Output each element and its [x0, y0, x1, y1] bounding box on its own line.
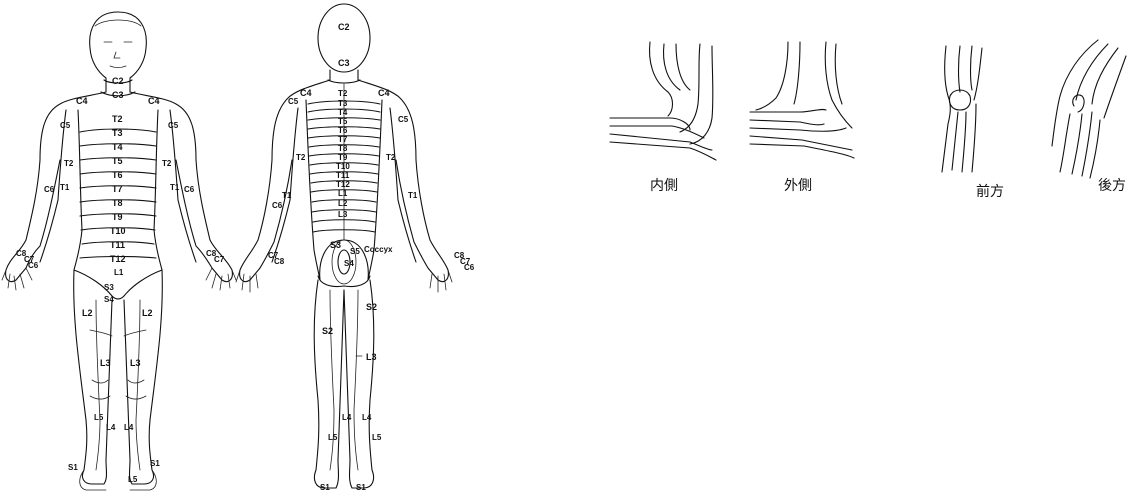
back-label: C6	[272, 201, 283, 210]
back-label: S1	[356, 483, 366, 492]
back-label: L4	[362, 413, 372, 422]
back-label: C5	[288, 97, 299, 106]
front-label: C6	[184, 185, 195, 194]
front-label: C3	[112, 90, 124, 100]
front-label: C5	[60, 121, 71, 130]
front-label: L2	[82, 308, 93, 318]
back-label: C6	[464, 263, 475, 272]
front-label: C4	[148, 96, 160, 106]
back-label: S4	[344, 259, 354, 268]
elbow-medial-view	[610, 42, 716, 160]
back-dermatome-labels: C2 C3 C4 C4 C5 C5 T2 T3 T4 T5 T6 T7 T8 T…	[268, 22, 475, 492]
front-label: T1	[60, 183, 70, 192]
front-label: L5	[128, 475, 138, 484]
front-label: L4	[106, 423, 116, 432]
front-label: L3	[130, 358, 141, 368]
front-label: T12	[110, 254, 126, 264]
elbow-caption: 内側	[650, 178, 678, 194]
front-label: L1	[114, 268, 124, 277]
back-label: S3	[330, 240, 341, 250]
back-label: T5	[338, 117, 348, 126]
back-label: T1	[282, 191, 292, 200]
back-label: T4	[338, 108, 348, 117]
elbow-caption: 外側	[784, 178, 812, 194]
elbow-caption: 後方	[1098, 178, 1126, 194]
back-label: T3	[338, 99, 348, 108]
back-label: L4	[342, 413, 352, 422]
back-label: T1	[408, 191, 418, 200]
front-label: S3	[104, 283, 114, 292]
back-label: C8	[274, 257, 285, 266]
back-label: L3	[366, 352, 377, 362]
front-label: T3	[112, 128, 123, 138]
back-label: L2	[338, 199, 348, 208]
front-label: T5	[112, 156, 123, 166]
back-label: S2	[366, 302, 377, 312]
back-label: S2	[322, 326, 333, 336]
back-label: L1	[338, 189, 348, 198]
back-label: T9	[338, 153, 348, 162]
front-label: C5	[168, 121, 179, 130]
back-label: T6	[338, 126, 348, 135]
front-label: S1	[68, 463, 78, 472]
front-label: S4	[104, 295, 114, 304]
front-label: T2	[112, 114, 123, 124]
front-label: C6	[44, 185, 55, 194]
front-label: T6	[112, 170, 123, 180]
back-label: L3	[338, 210, 348, 219]
front-label: C2	[112, 76, 124, 86]
front-label: T11	[110, 240, 125, 250]
back-label: C4	[300, 88, 312, 98]
back-label: T2	[296, 153, 306, 162]
front-label: T9	[112, 212, 123, 222]
front-label: L3	[100, 358, 111, 368]
front-label: T4	[112, 142, 123, 152]
back-label: C4	[378, 88, 390, 98]
front-label: C7	[214, 255, 225, 264]
front-label: S1	[150, 459, 160, 468]
front-label: T2	[64, 159, 74, 168]
back-label: T12	[336, 180, 350, 189]
front-label: L2	[142, 308, 153, 318]
front-label: C6	[28, 261, 39, 270]
elbow-anterior-view	[942, 46, 982, 172]
back-label: S1	[320, 483, 330, 492]
back-label: S5	[350, 247, 360, 256]
back-label: T2	[338, 89, 348, 98]
back-label: T10	[336, 162, 350, 171]
front-label: T1	[170, 183, 180, 192]
front-label: T2	[162, 159, 172, 168]
back-label: C3	[338, 58, 350, 68]
back-label: L5	[328, 433, 338, 442]
front-label: L5	[94, 413, 104, 422]
back-label: T2	[386, 153, 396, 162]
back-label: C2	[338, 22, 350, 32]
elbow-posterior-view	[1052, 40, 1126, 178]
front-label: T10	[110, 226, 126, 236]
back-label: T7	[338, 135, 348, 144]
front-label: T8	[112, 198, 123, 208]
front-label: T7	[112, 184, 123, 194]
front-label: C4	[76, 96, 88, 106]
back-label: Coccyx	[364, 245, 393, 254]
front-label: L4	[124, 423, 134, 432]
elbow-caption: 前方	[976, 183, 1004, 200]
elbow-lateral-view	[750, 42, 854, 158]
back-label: C5	[398, 115, 409, 124]
back-label: T8	[338, 144, 348, 153]
front-dermatome-labels: C2 C3 C4 C4 C5 C5 T2 T3 T4 T5 T6 T7 T8 T…	[16, 76, 225, 484]
back-label: L5	[372, 433, 382, 442]
back-label: T11	[336, 171, 350, 180]
